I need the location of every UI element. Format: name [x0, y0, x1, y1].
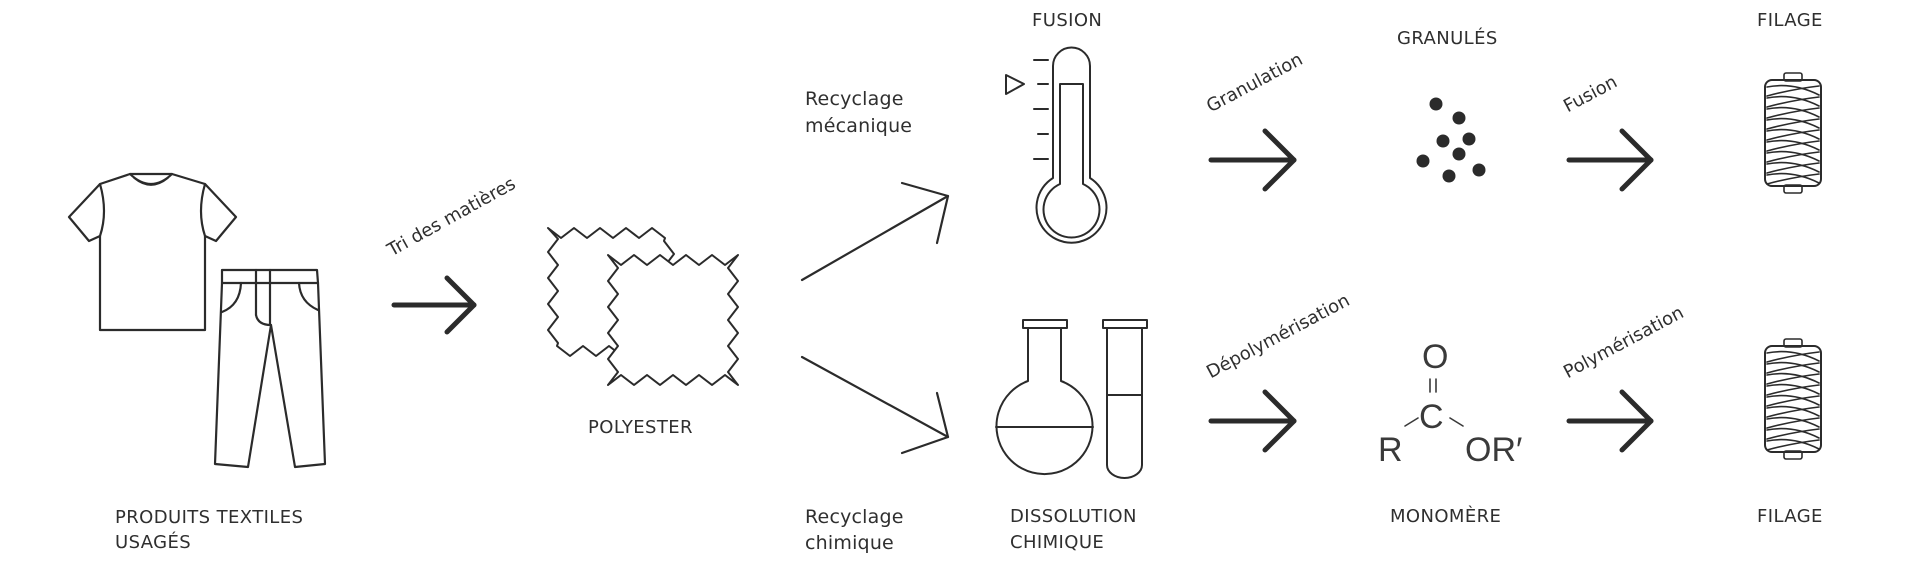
spool-body — [1764, 345, 1822, 453]
granule — [1462, 132, 1476, 146]
node-label-monomere: MONOMÈRE — [1390, 506, 1502, 527]
formula-c: C — [1419, 398, 1444, 436]
node-label-source-2: USAGÉS — [115, 532, 192, 553]
arrow-granulation — [1208, 128, 1297, 192]
arrow-depolymerisation — [1208, 389, 1297, 453]
granule — [1472, 163, 1486, 177]
node-label-fusion: FUSION — [1032, 10, 1103, 31]
ester-formula-icon: O C R OR′ — [1378, 338, 1522, 469]
fabric-piece-front — [607, 254, 739, 386]
thread-wind — [1766, 85, 1820, 97]
thread-wind — [1766, 107, 1820, 119]
formula-or: OR′ — [1465, 431, 1522, 469]
thread-wind — [1766, 428, 1820, 440]
node-label-source-1: PRODUITS TEXTILES — [115, 507, 304, 528]
formula-r: R — [1378, 431, 1403, 469]
thread-wind — [1766, 394, 1820, 406]
granule — [1452, 111, 1466, 125]
thread-wind — [1766, 427, 1820, 439]
thread-wind — [1766, 350, 1820, 362]
thread-wind — [1766, 361, 1820, 373]
thread-wind — [1766, 129, 1820, 141]
node-label-polyester: POLYESTER — [588, 417, 693, 438]
edge-label-mecanique-1: Recyclage — [805, 88, 904, 110]
thread-wind — [1766, 95, 1820, 107]
granule — [1442, 169, 1456, 183]
thread-wind — [1766, 118, 1820, 130]
thread-wind — [1766, 128, 1820, 140]
pants-icon — [213, 268, 327, 469]
thread-wind — [1766, 439, 1820, 451]
thread-spool-icon — [1764, 72, 1822, 194]
thread-wind — [1766, 384, 1820, 396]
edge-label-chimique-1: Recyclage — [805, 506, 904, 528]
granule — [1429, 97, 1443, 111]
tshirt-icon — [67, 172, 238, 332]
node-label-dissolution-2: CHIMIQUE — [1010, 532, 1105, 553]
formula-o: O — [1422, 338, 1448, 376]
edge-label-mecanique-2: mécanique — [805, 115, 913, 137]
thread-wind — [1766, 373, 1820, 385]
thread-wind — [1766, 362, 1820, 374]
thermometer-icon — [1005, 46, 1108, 244]
thread-wind — [1766, 417, 1820, 429]
thread-wind — [1766, 96, 1820, 108]
arrow-fusion — [1566, 128, 1654, 192]
granules-icon — [1416, 97, 1486, 183]
thread-wind — [1766, 438, 1820, 450]
node-label-filage-top: FILAGE — [1757, 10, 1823, 31]
arrow-chimique — [800, 355, 950, 455]
edge-label-chimique-2: chimique — [805, 532, 894, 554]
test-tube-icon — [1102, 319, 1148, 479]
node-label-granules: GRANULÉS — [1397, 28, 1498, 49]
thread-wind — [1766, 84, 1820, 96]
arrow-polymerisation — [1566, 389, 1654, 453]
thread-wind — [1766, 151, 1820, 163]
node-label-filage-bottom: FILAGE — [1757, 506, 1823, 527]
thread-wind — [1766, 117, 1820, 129]
node-label-dissolution-1: DISSOLUTION — [1010, 506, 1137, 527]
thread-wind — [1766, 383, 1820, 395]
thread-wind — [1766, 405, 1820, 417]
level-marker-icon — [1005, 74, 1025, 95]
granule — [1452, 147, 1466, 161]
thread-spool-icon — [1764, 338, 1822, 460]
spool-body — [1764, 79, 1822, 187]
thread-wind — [1766, 406, 1820, 418]
thread-wind — [1766, 150, 1820, 162]
arrow-tri — [391, 275, 477, 335]
thread-wind — [1766, 162, 1820, 174]
thread-wind — [1766, 106, 1820, 118]
thread-wind — [1766, 161, 1820, 173]
thread-wind — [1766, 173, 1820, 185]
thread-wind — [1766, 372, 1820, 384]
thread-wind — [1766, 172, 1820, 184]
lab-flask-icon — [995, 319, 1094, 475]
arrow-mecanique — [800, 181, 950, 282]
thread-wind — [1766, 351, 1820, 363]
thread-wind — [1766, 395, 1820, 407]
thread-wind — [1766, 139, 1820, 151]
granule — [1416, 154, 1430, 168]
granule — [1436, 134, 1450, 148]
thread-wind — [1766, 140, 1820, 152]
fabric-pieces-icon — [547, 227, 739, 386]
thread-wind — [1766, 416, 1820, 428]
